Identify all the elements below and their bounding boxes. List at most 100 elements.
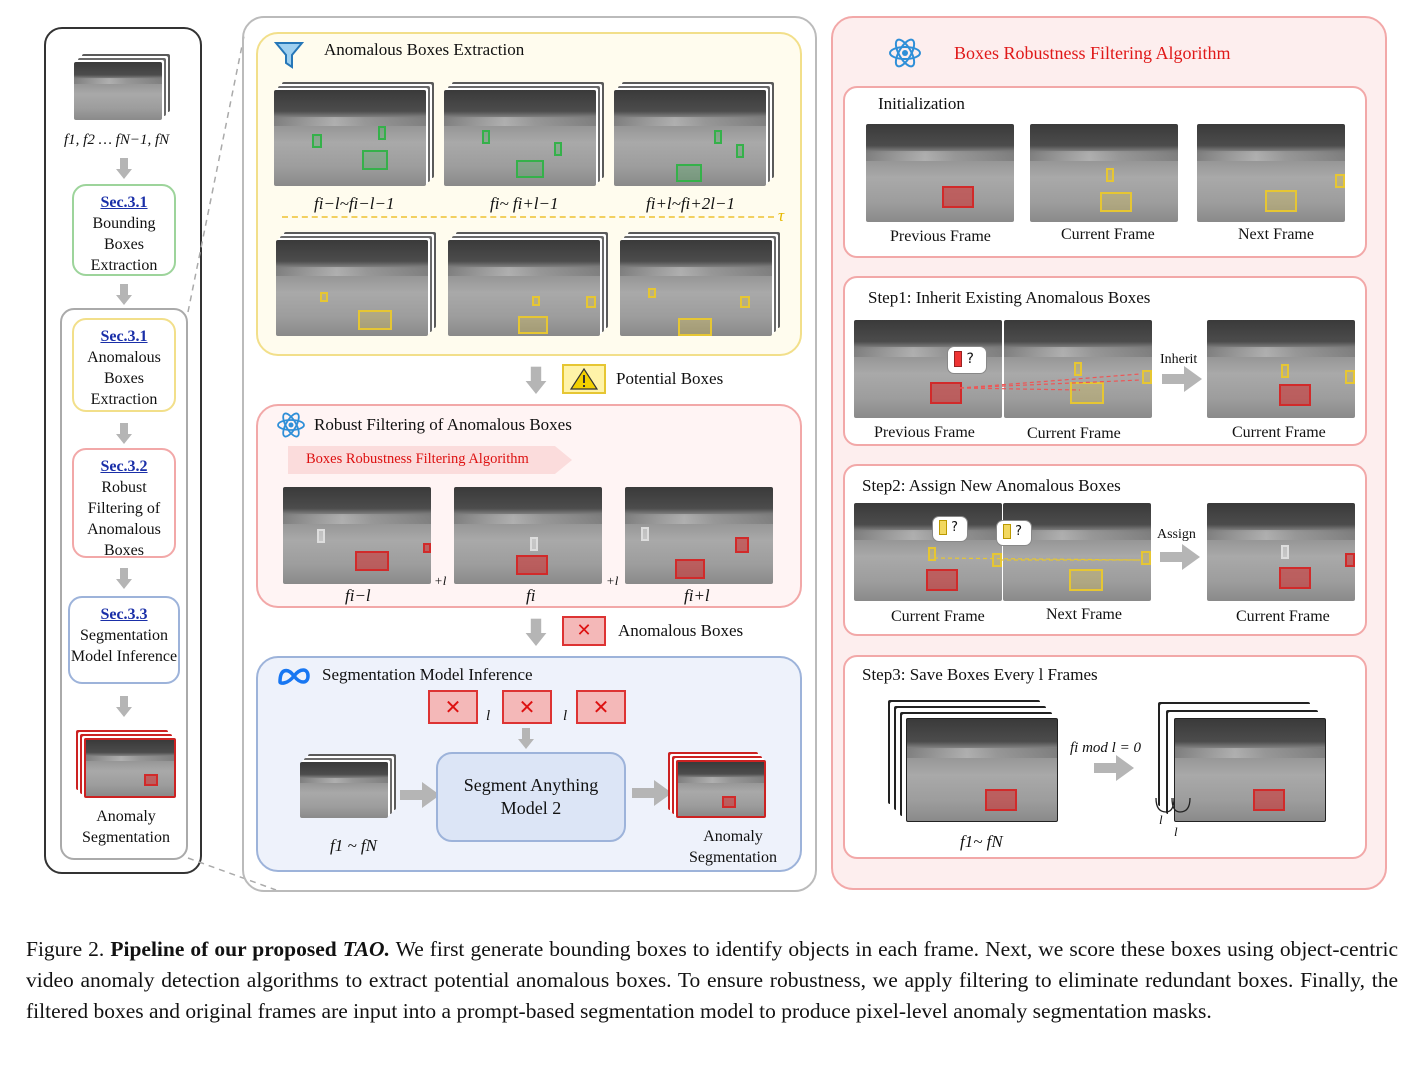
question-bubble-yellow-icon-2: ? (996, 520, 1032, 546)
step2-frame-result (1207, 503, 1355, 601)
seg-title: Segmentation Model Inference (322, 665, 533, 684)
tau-threshold-line (282, 216, 774, 218)
step3-interval-braces (1155, 797, 1191, 813)
step1-title: Step1: Inherit Existing Anomalous Boxes (868, 288, 1151, 307)
sam-label: Segment Anything Model 2 (463, 775, 599, 818)
sec33-link[interactable]: Sec.3.3 (100, 606, 148, 623)
arrow-down-icon (116, 696, 132, 718)
step1-label-curr: Current Frame (1027, 425, 1121, 442)
prompt-box-3-icon: ✕ (576, 690, 626, 724)
step3-saved-frames-stack (1174, 718, 1326, 822)
caption-bold-italic: TAO. (342, 937, 390, 961)
step3-all-frames-stack (906, 718, 1058, 822)
algo-banner (288, 446, 572, 474)
caption-bold: Pipeline of our proposed (110, 937, 337, 961)
figure-caption: Figure 2. Pipeline of our proposed TAO. … (26, 934, 1398, 1027)
step3-frames-range: f1~ fN (960, 832, 1003, 851)
frames-range-label: f1 ~ fN (330, 836, 377, 855)
assign-label: Assign (1157, 527, 1196, 542)
sec32-link[interactable]: Sec.3.2 (100, 458, 148, 475)
step1-frame-curr (1004, 320, 1152, 418)
tau-label: τ (778, 206, 785, 225)
step2-frame-next (1003, 503, 1151, 601)
atom-icon (277, 412, 305, 438)
robust-frame-2 (454, 487, 602, 584)
sec32-text: Robust Filtering of Anomalous Boxes (87, 479, 161, 559)
l-label-1: l (486, 708, 491, 724)
right-title: Boxes Robustness Filtering Algorithm (954, 43, 1231, 63)
init-frame-curr (1030, 124, 1178, 222)
init-label-curr: Current Frame (1061, 226, 1155, 243)
step2-title: Step2: Assign New Anomalous Boxes (862, 476, 1121, 495)
sec31-bbox-text: Bounding Boxes Extraction (90, 215, 158, 274)
output-seg-stack-small (676, 760, 766, 818)
input-frames-stack-small (300, 762, 388, 818)
step1-label-result: Current Frame (1232, 424, 1326, 441)
seg-output-label: Anomaly Segmentation (689, 828, 777, 866)
assign-dashed-lines (933, 557, 1141, 561)
sec31-bbox-link[interactable]: Sec.3.1 (100, 194, 148, 211)
init-label-prev: Previous Frame (890, 228, 991, 245)
robust-frame-3 (625, 487, 773, 584)
frame-label-2: fi~ fi+l−1 (490, 194, 559, 213)
plus-l-label-2: +l (606, 573, 619, 588)
algo-banner-text: Boxes Robustness Filtering Algorithm (306, 451, 529, 467)
arrow-right-icon (1094, 755, 1134, 781)
sam-model-box (436, 752, 626, 842)
sec31-bbox-box: Sec.3.1 Bounding Boxes Extraction (72, 184, 176, 276)
zoom-group-outline (60, 308, 188, 860)
frame-label-1: fi−l~fi−l−1 (314, 194, 395, 213)
step3-l-label-1: l (1159, 812, 1163, 827)
init-frame-prev (866, 124, 1014, 222)
inherit-label: Inherit (1160, 352, 1198, 367)
anomalous-boxes-label: Anomalous Boxes (618, 621, 744, 640)
inherit-dashed-lines (959, 373, 1141, 391)
robust-frame-label-2: fi (526, 586, 536, 605)
extraction-title: Anomalous Boxes Extraction (324, 40, 525, 59)
arrow-down-icon (525, 366, 547, 396)
step2-label-next: Next Frame (1046, 606, 1122, 623)
sec31-anom-link[interactable]: Sec.3.1 (100, 328, 148, 345)
arrow-down-icon (116, 284, 132, 306)
arrow-down-icon (518, 728, 534, 750)
anomalous-box-icon: ✕ (562, 616, 606, 646)
output-seg-stack (84, 738, 176, 798)
caption-prefix: Figure 2. (26, 937, 105, 961)
question-bubble-yellow-icon-1: ? (932, 516, 968, 542)
arrow-down-icon (525, 618, 547, 648)
green-frames-1 (274, 90, 426, 186)
arrow-right-icon (1160, 544, 1200, 570)
yellow-frames-2 (448, 240, 600, 336)
step3-title: Step3: Save Boxes Every l Frames (862, 665, 1098, 684)
step3-l-label-2: l (1174, 824, 1178, 839)
step3-condition: fi mod l = 0 (1070, 740, 1141, 756)
prompt-box-2-icon: ✕ (502, 690, 552, 724)
warning-icon (562, 364, 606, 394)
step1-label-prev: Previous Frame (874, 424, 975, 441)
sec32-box: Sec.3.2 Robust Filtering of Anomalous Bo… (72, 448, 176, 559)
arrow-down-icon (116, 423, 132, 445)
sec31-anom-box: Sec.3.1 Anomalous Boxes Extraction (72, 318, 176, 412)
question-bubble-icon: ? (947, 346, 987, 374)
input-frames-stack (74, 62, 162, 120)
potential-boxes-label: Potential Boxes (616, 369, 724, 388)
robust-frame-label-1: fi−l (345, 586, 371, 605)
output-label: Anomaly Segmentation (82, 808, 170, 846)
robust-frame-1 (283, 487, 431, 584)
sec33-text: Segmentation Model Inference (70, 627, 178, 665)
sec33-box: Sec.3.3 Segmentation Model Inference (68, 596, 180, 684)
step2-label-result: Current Frame (1236, 608, 1330, 625)
left-pipeline-panel (44, 27, 202, 874)
caption-body: We first generate bounding boxes to iden… (26, 937, 1398, 1023)
l-label-2: l (563, 708, 568, 724)
arrow-right-icon (632, 780, 672, 806)
robust-frame-label-3: fi+l (684, 586, 710, 605)
filter-icon (274, 42, 304, 69)
plus-l-label-1: +l (434, 573, 447, 588)
arrow-right-icon (1162, 366, 1202, 392)
meta-icon (278, 668, 310, 685)
atom-icon (889, 38, 921, 68)
step2-label-curr: Current Frame (891, 608, 985, 625)
step1-frame-result (1207, 320, 1355, 418)
yellow-frames-3 (620, 240, 772, 336)
